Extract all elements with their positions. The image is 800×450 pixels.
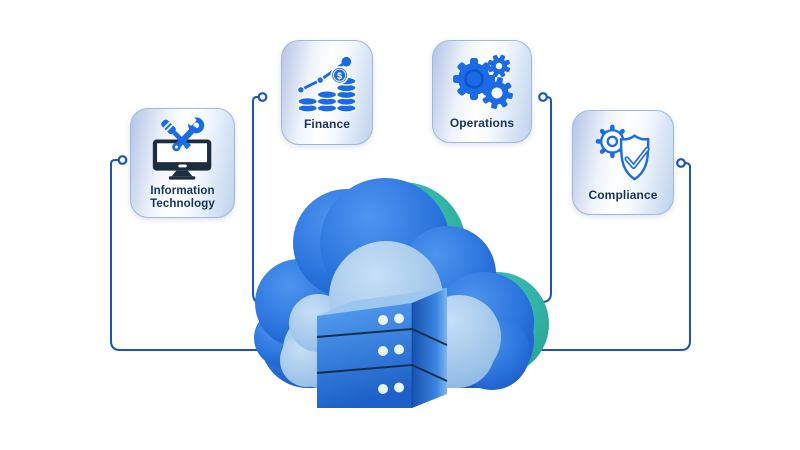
card-label: Information Technology — [150, 184, 215, 211]
gear-shield-check-icon — [591, 123, 655, 185]
connector-endpoints — [117, 92, 686, 168]
coins-growth-icon: $ — [296, 54, 358, 114]
gears-icon — [450, 53, 514, 113]
wrench-glyph — [171, 114, 204, 151]
card-compliance: Compliance — [572, 110, 674, 215]
card-label: Finance — [303, 116, 351, 131]
server-side-face — [412, 288, 447, 408]
card-finance: $ Finance — [281, 40, 373, 145]
connector-lines — [110, 92, 691, 351]
server-rack-icon — [316, 288, 448, 408]
monitor-tools-icon — [149, 114, 217, 181]
dollar-coin-glyph: $ — [330, 66, 349, 85]
endpoint-ring-it — [117, 155, 128, 165]
card-information-technology: Information Technology — [130, 108, 235, 218]
card-label: Operations — [449, 115, 515, 130]
endpoint-ring-operations — [538, 92, 548, 102]
server-front-face — [317, 303, 412, 408]
endpoint-ring-finance — [257, 92, 268, 102]
endpoint-ring-compliance — [676, 158, 686, 168]
server-top-face — [317, 288, 447, 316]
connector-information-technology — [110, 159, 330, 351]
server-indicator-dots — [378, 313, 404, 394]
card-label: Compliance — [588, 187, 658, 202]
connector-compliance — [510, 162, 691, 351]
server-seams — [316, 328, 448, 382]
connector-operations — [460, 96, 552, 303]
card-operations: Operations — [432, 40, 532, 143]
svg-text:$: $ — [337, 71, 342, 81]
